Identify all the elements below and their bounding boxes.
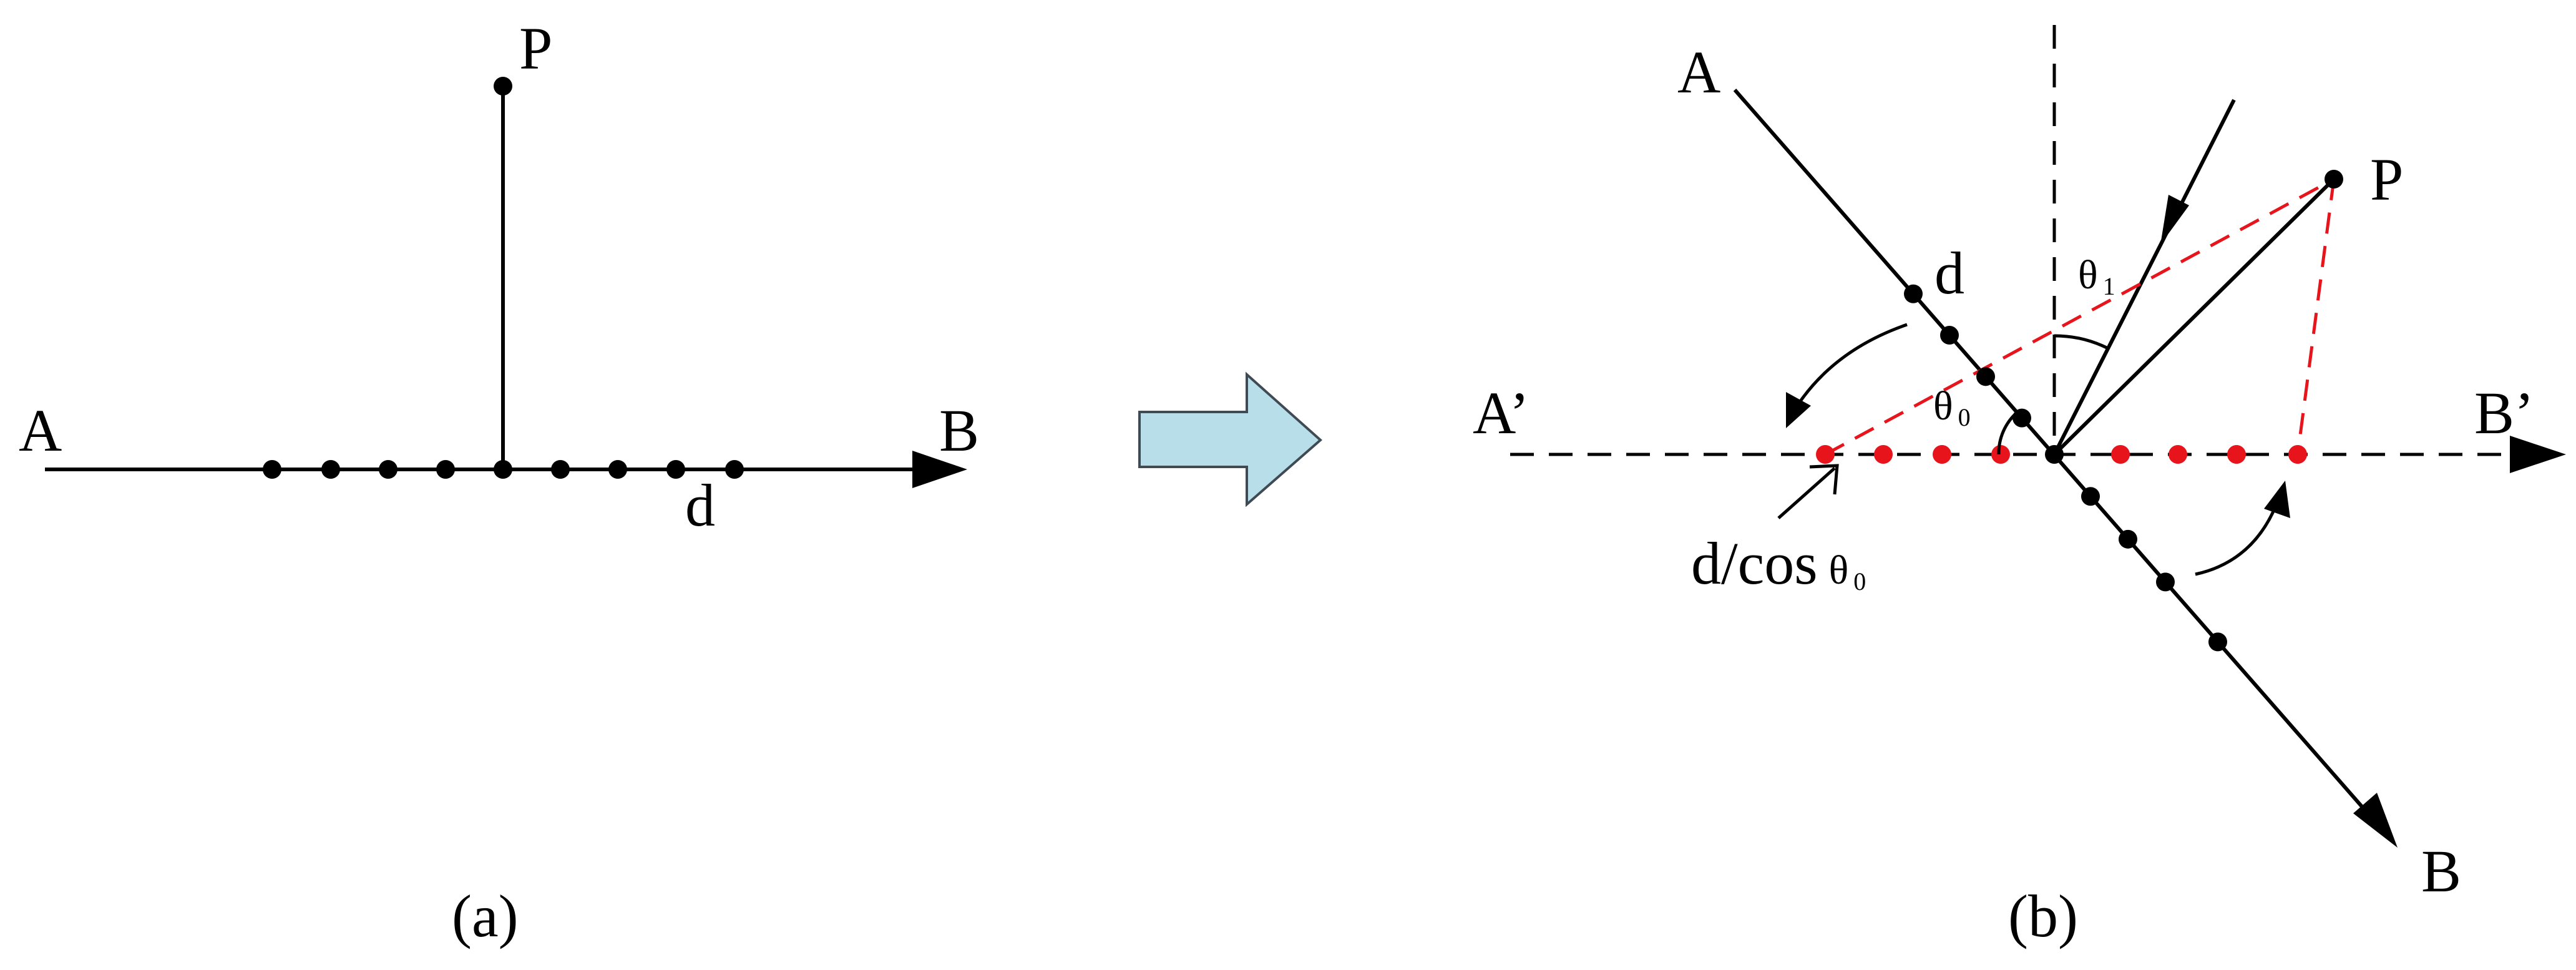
projected-element-dots — [1816, 445, 2307, 464]
label-b-prime: B’ — [2474, 380, 2534, 446]
panel-a: A B P d (a) — [19, 15, 979, 949]
arrowhead-b-rotated — [2353, 793, 2398, 848]
element-dot — [494, 460, 512, 479]
element-dot — [666, 460, 685, 479]
element-dot — [551, 460, 570, 479]
right-block-arrow-icon — [1138, 371, 1323, 507]
caption-b: (b) — [2008, 883, 2078, 949]
dcos-pointer — [1777, 467, 1836, 519]
origin-point — [2045, 445, 2064, 464]
rotation-arrow-upper — [1795, 323, 1908, 407]
label-p: P — [519, 15, 552, 82]
rotated-element-dot — [2119, 529, 2137, 549]
point-p — [494, 77, 512, 96]
rotation-arrow-upper-head — [1786, 392, 1811, 428]
label-b-b: B — [2421, 838, 2461, 904]
label-d-b: d — [1934, 240, 1964, 306]
rotated-element-dot — [1940, 326, 1959, 345]
element-dot — [321, 460, 340, 479]
projected-element-dot — [2288, 445, 2307, 464]
rotated-element-dot — [1904, 284, 1923, 303]
rotation-arrow-lower-head — [2264, 481, 2290, 518]
projected-element-dot — [2227, 445, 2246, 464]
element-dot — [725, 460, 744, 479]
caption-a: (a) — [452, 883, 519, 949]
incident-ray — [2052, 99, 2236, 456]
red-dashed-vertical — [2296, 179, 2336, 455]
theta-1-arc — [2054, 334, 2109, 350]
rotation-arrow-lower — [2195, 504, 2278, 576]
label-d: d — [685, 472, 715, 539]
arrowhead-b-prime — [2510, 436, 2566, 473]
incident-ray-arrowhead — [2160, 195, 2189, 245]
element-dots — [263, 460, 744, 479]
label-a: A — [19, 397, 62, 464]
dcos-pointer-head — [1809, 464, 1839, 495]
label-p-b: P — [2370, 146, 2403, 213]
label-a-b: A — [1677, 39, 1720, 105]
projected-element-dot — [2169, 445, 2187, 464]
line-to-p-b — [2052, 177, 2336, 456]
rotated-element-dot — [2012, 408, 2031, 428]
rotated-element-dot — [1976, 367, 1995, 386]
element-dot — [379, 460, 398, 479]
rotated-element-dot — [2081, 487, 2100, 506]
projected-element-dot — [1816, 445, 1835, 464]
arrowhead-b — [912, 451, 967, 488]
theta-0-arc — [1997, 411, 2019, 455]
projected-element-dot — [2111, 445, 2130, 464]
projected-element-dot — [1991, 445, 2010, 464]
projected-element-dot — [1933, 445, 1951, 464]
element-dot — [608, 460, 627, 479]
element-dot — [263, 460, 281, 479]
rotated-element-dot — [2156, 572, 2175, 592]
label-b: B — [939, 397, 979, 464]
red-dashed-hypotenuse — [1824, 177, 2335, 456]
element-dot — [436, 460, 455, 479]
label-a-prime: A’ — [1473, 380, 1530, 446]
point-p-b — [2325, 170, 2343, 189]
rotated-element-dot — [2208, 632, 2227, 652]
projected-element-dot — [1874, 445, 1893, 464]
